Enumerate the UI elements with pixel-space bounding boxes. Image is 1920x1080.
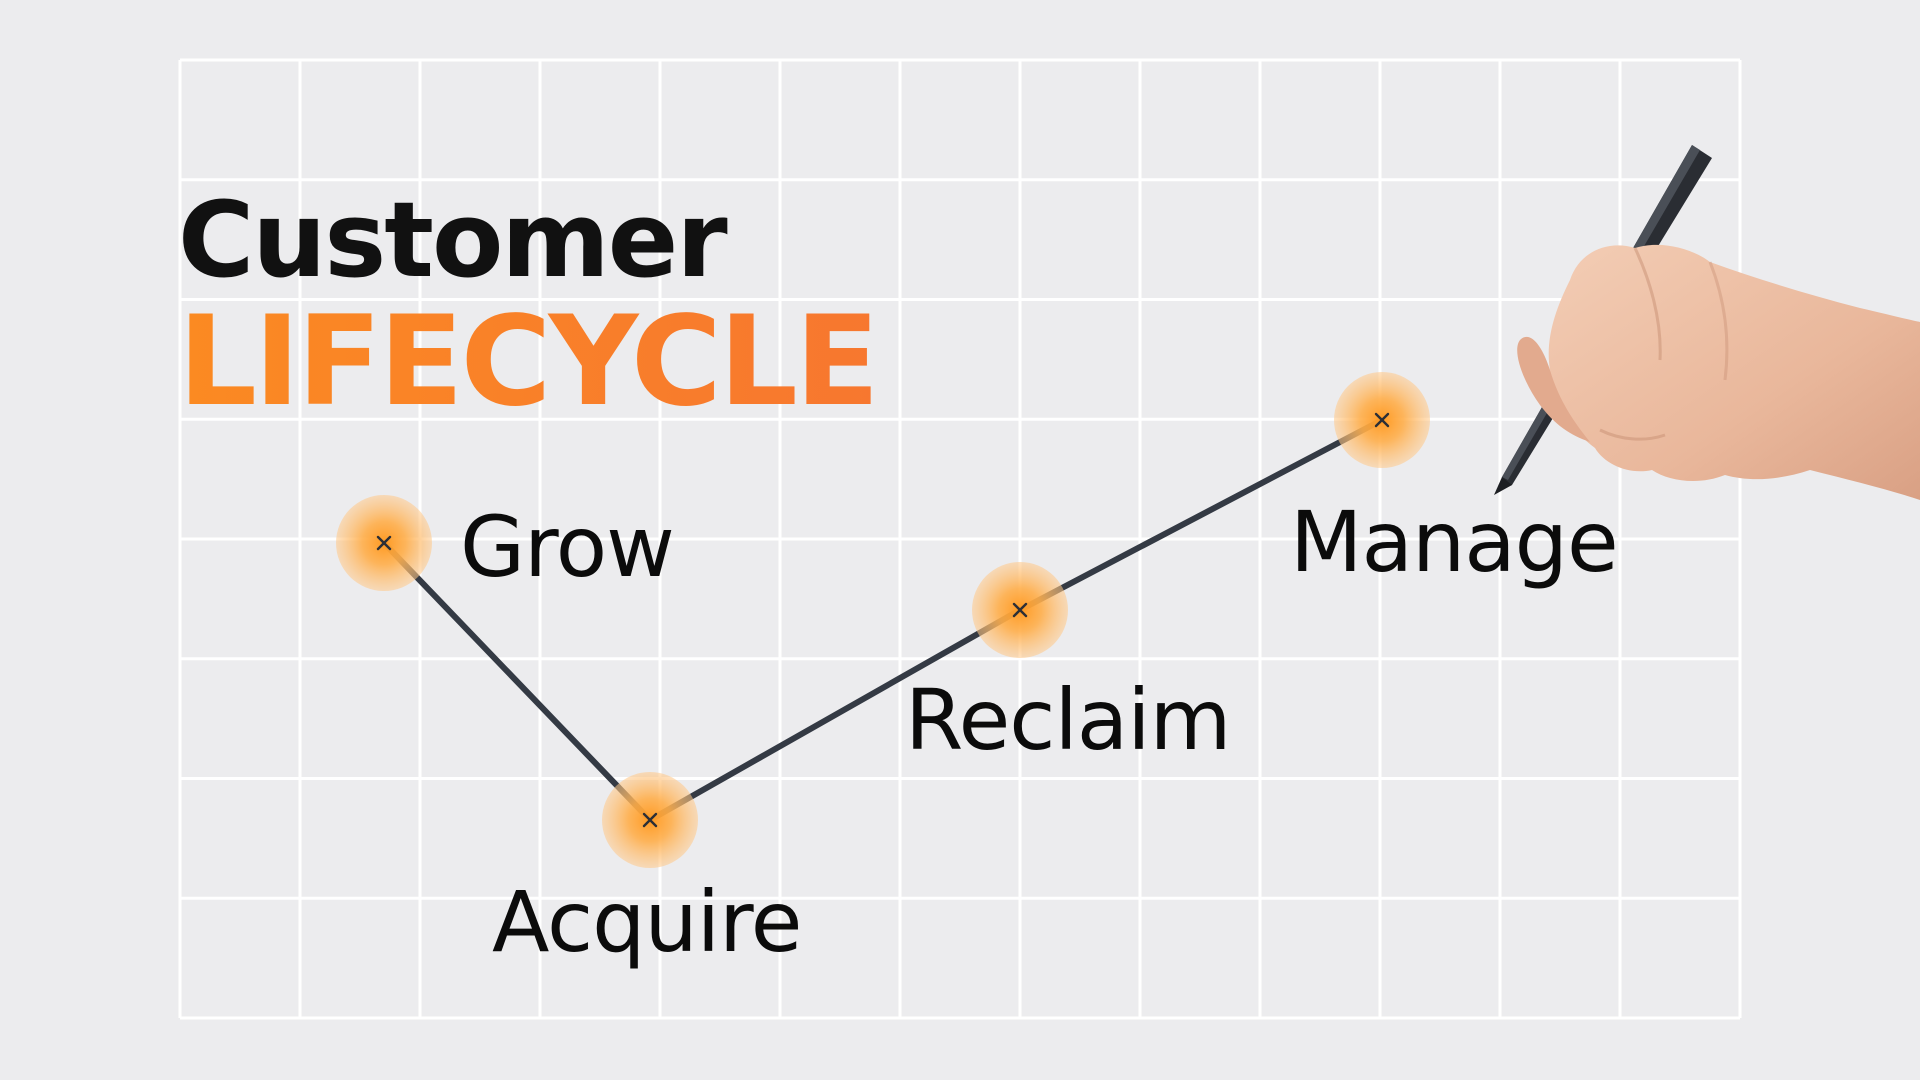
stage-node-acquire xyxy=(602,772,698,868)
stage-label-acquire: Acquire xyxy=(492,873,802,971)
stage-label-grow: Grow xyxy=(460,498,675,596)
x-mark-icon xyxy=(642,812,658,828)
background-grid xyxy=(178,58,1742,1020)
lifecycle-connector-line xyxy=(381,417,1385,823)
title-customer: Customer xyxy=(178,179,728,301)
stage-label-manage: Manage xyxy=(1290,493,1619,591)
x-mark-icon xyxy=(1374,412,1390,428)
hand-with-stylus-icon xyxy=(1494,145,1920,500)
stage-node-manage xyxy=(1334,372,1430,468)
hand xyxy=(1517,244,1920,500)
x-mark-icon xyxy=(1012,602,1028,618)
stage-label-reclaim: Reclaim xyxy=(905,671,1231,769)
title-lifecycle: LIFECYCLE xyxy=(178,290,880,434)
stage-node-grow xyxy=(336,495,432,591)
stage-node-reclaim xyxy=(972,562,1068,658)
x-mark-icon xyxy=(376,535,392,551)
